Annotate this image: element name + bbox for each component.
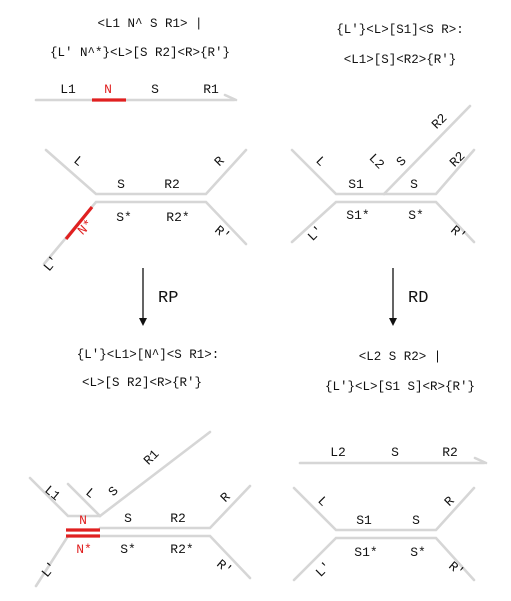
- label-l2: L2: [330, 445, 346, 460]
- label-r2-lower: R2: [447, 149, 469, 171]
- label-s: S: [124, 511, 132, 526]
- top-left-single-strand: L1 N S R1: [34, 82, 238, 102]
- top-right-complex: L L2 S R2 R2 S1 S S1* S* L' R': [290, 104, 476, 245]
- label-r-prime: R': [447, 223, 469, 245]
- label-l-prime: L': [41, 253, 63, 275]
- bottom-right-eq-line2: {L'}<L>[S1 S]<R>{R'}: [325, 380, 475, 394]
- bottom-left-complex: L1 L S R1 R N S R2 N* S* R2* L' R': [28, 430, 252, 588]
- rd-label: RD: [408, 289, 428, 308]
- top-strand-right: [382, 148, 476, 196]
- label-s1: S1: [356, 513, 372, 528]
- label-l-prime: L': [313, 559, 335, 581]
- l-arm: [66, 482, 102, 518]
- toehold-highlight: [64, 205, 94, 241]
- label-l: L: [312, 153, 328, 169]
- label-r1: R1: [203, 82, 219, 97]
- label-s: S: [117, 177, 125, 192]
- label-s: S: [412, 513, 420, 528]
- top-strand: [44, 148, 248, 196]
- label-s-arm: S: [393, 153, 409, 169]
- bottom-left-eq-line1: {L'}<L1>[N^]<S R1>:: [77, 348, 220, 362]
- label-l2: L2: [366, 151, 388, 173]
- bottom-left-eq-line2: <L>[S R2]<R>{R'}: [82, 376, 202, 390]
- label-r2: R2: [170, 511, 186, 526]
- top-left-complex: L R S R2 N* S* R2* L' R': [41, 148, 248, 275]
- label-l1: L1: [60, 82, 76, 97]
- label-n-star: N*: [76, 542, 92, 557]
- label-r2-star: R2*: [170, 542, 193, 557]
- bottom-strand: [34, 534, 252, 588]
- rp-label: RP: [158, 289, 178, 308]
- bottom-right-eq-line1: <L2 S R2> |: [359, 350, 442, 364]
- label-r1: R1: [141, 447, 163, 469]
- bottom-right-panel: <L2 S R2> | {L'}<L>[S1 S]<R>{R'} L2 S R2…: [292, 350, 488, 582]
- bottom-right-complex: L R S1 S S1* S* L' R': [292, 486, 476, 582]
- label-s-star: S*: [120, 542, 136, 557]
- top-left-eq-line2: {L' N^*}<L>[S R2]<R>{R'}: [50, 46, 230, 60]
- bottom-right-single-strand: L2 S R2: [298, 445, 488, 465]
- rp-arrow-head: [139, 318, 147, 326]
- label-r-prime: R': [445, 559, 467, 581]
- label-r2: R2: [442, 445, 458, 460]
- invading-strand: [382, 104, 472, 196]
- label-s-arm: S: [105, 483, 121, 499]
- strand-arrowhead: [223, 93, 238, 102]
- top-left-eq-line1: <L1 N^ S R1> |: [97, 17, 202, 31]
- top-strand-right: [98, 484, 252, 530]
- label-l: L: [70, 153, 86, 170]
- bottom-left-panel: {L'}<L1>[N^]<S R1>: <L>[S R2]<R>{R'} L1 …: [28, 348, 252, 588]
- label-l: L: [314, 493, 330, 509]
- top-strand-left: [290, 148, 386, 196]
- label-n: N: [79, 513, 87, 528]
- top-strand: [292, 486, 476, 532]
- label-s-star: S*: [116, 210, 132, 225]
- top-right-eq-line1: {L'}<L>[S1]<S R>:: [336, 23, 464, 37]
- label-r: R: [211, 153, 227, 169]
- label-s1-star: S1*: [346, 208, 369, 223]
- top-right-panel: {L'}<L>[S1]<S R>: <L1>[S]<R2>{R'} L L2 S…: [290, 23, 476, 245]
- label-s1-star: S1*: [354, 545, 377, 560]
- label-s: S: [391, 445, 399, 460]
- label-s-star: S*: [408, 208, 424, 223]
- bottom-strand: [292, 536, 476, 582]
- label-l1: L1: [41, 483, 63, 505]
- label-s1: S1: [348, 177, 364, 192]
- label-r2-star: R2*: [166, 210, 189, 225]
- incumbent-strand-left: [28, 476, 102, 518]
- label-s-star: S*: [410, 545, 426, 560]
- strand-arrowhead: [473, 456, 488, 465]
- bottom-strand: [290, 200, 476, 244]
- label-r2: R2: [164, 177, 180, 192]
- label-s: S: [151, 82, 159, 97]
- top-left-panel: <L1 N^ S R1> | {L' N^*}<L>[S R2]<R>{R'} …: [34, 17, 248, 275]
- rd-arrow-head: [389, 318, 397, 326]
- output-arm: [98, 430, 212, 518]
- label-n: N: [104, 82, 112, 97]
- label-n-star: N*: [75, 217, 97, 239]
- reaction-arrows: RP RD: [139, 268, 428, 326]
- top-right-eq-line2: <L1>[S]<R2>{R'}: [344, 53, 457, 67]
- label-s: S: [410, 177, 418, 192]
- label-r: R: [217, 489, 233, 505]
